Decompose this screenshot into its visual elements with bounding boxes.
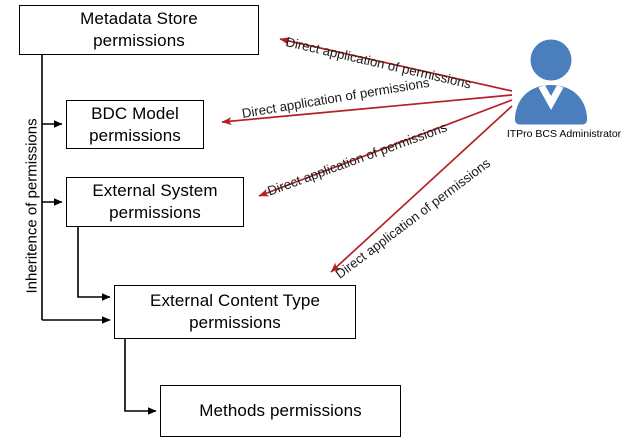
- red-arrow-to-metadata-store: [279, 37, 513, 92]
- red-arrow-to-external-system: [258, 99, 513, 197]
- red-arrow-to-bdc-model: [221, 94, 513, 126]
- person-icon: [514, 39, 588, 125]
- person-caption-label: ITPro BCS Administrator: [506, 128, 622, 140]
- box-external-system-permissions: External System permissions: [66, 177, 244, 227]
- box-metadata-store-permissions: Metadata Store permissions: [19, 5, 259, 55]
- box-external-content-type-permissions: External Content Type permissions: [114, 285, 356, 339]
- box-methods-line1: Methods permissions: [199, 401, 362, 421]
- box-bdc-model-line2: permissions: [89, 125, 181, 145]
- box-metadata-store-line2: permissions: [93, 31, 185, 50]
- box-bdc-model-line1: BDC Model: [91, 103, 179, 123]
- box-metadata-store-line1: Metadata Store: [80, 9, 198, 29]
- box-external-system-line2: permissions: [109, 203, 201, 222]
- box-ect-line2: permissions: [189, 313, 281, 332]
- box-ect-line1: External Content Type: [150, 291, 320, 311]
- red-arrow-to-external-content-type: [330, 105, 513, 273]
- box-methods-permissions: Methods permissions: [160, 385, 401, 437]
- box-bdc-model-permissions: BDC Model permissions: [66, 100, 204, 149]
- box-external-system-line1: External System: [92, 181, 218, 201]
